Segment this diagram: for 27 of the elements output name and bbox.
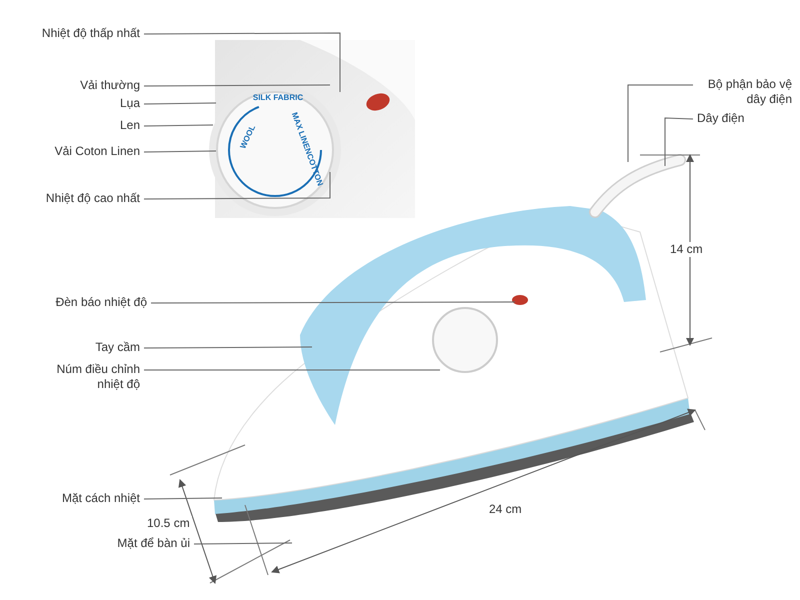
- leader-line: [144, 32, 340, 92]
- dial-marking: SILK FABRIC: [252, 93, 304, 102]
- callout-label: Núm điều chỉnh nhiệt độ: [45, 362, 140, 392]
- callout-label: Dây điện: [697, 111, 744, 126]
- callout-label: Bộ phận bảo vệ dây điện: [697, 77, 792, 107]
- leader-line: [664, 117, 694, 166]
- leader-line: [144, 84, 330, 86]
- callout-label: Đèn báo nhiệt độ: [56, 295, 147, 310]
- leader-line: [144, 150, 216, 152]
- callout-label: Vải thường: [80, 78, 140, 93]
- leader-line: [628, 84, 694, 162]
- callout-label: Lụa: [120, 96, 140, 111]
- dimension-label: 14 cm: [668, 242, 705, 257]
- callout-label: Len: [120, 118, 140, 133]
- leader-line: [144, 346, 312, 348]
- callout-label: Mặt cách nhiệt: [62, 491, 140, 506]
- callout-label: Mặt để bàn ủi: [117, 536, 190, 551]
- callout-label: Nhiệt độ cao nhất: [46, 191, 140, 206]
- leader-line: [194, 542, 292, 544]
- leader-line: [144, 124, 214, 126]
- leader-line: [144, 498, 222, 500]
- leader-line: [150, 302, 516, 304]
- callout-label: Nhiệt độ thấp nhất: [42, 26, 140, 41]
- leader-line: [144, 102, 216, 104]
- callout-label: Tay cầm: [95, 340, 140, 355]
- callout-label: Vải Coton Linen: [54, 144, 140, 159]
- leader-line: [144, 172, 330, 200]
